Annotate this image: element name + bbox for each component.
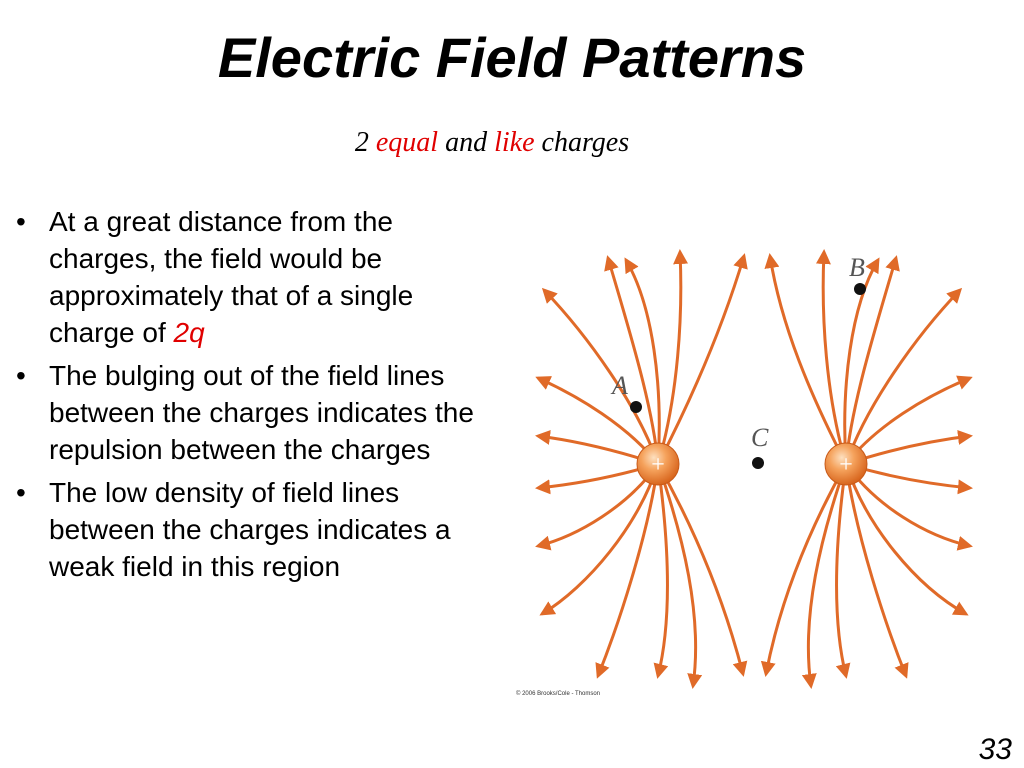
charge-left xyxy=(636,442,680,486)
slide-title: Electric Field Patterns xyxy=(217,26,807,89)
bullet-item: • The low density of field lines between… xyxy=(16,474,486,585)
bullet-list: • At a great distance from the charges, … xyxy=(16,203,486,591)
point-a-label: A xyxy=(610,371,628,400)
bullet-symbol: • xyxy=(16,477,26,508)
field-line xyxy=(760,463,848,677)
field-line xyxy=(843,257,880,465)
field-line xyxy=(844,463,909,679)
field-line xyxy=(815,249,848,465)
bullet-text: The bulging out of the field lines betwe… xyxy=(49,360,474,465)
page-number: 33 xyxy=(978,733,1012,766)
field-line xyxy=(595,463,660,679)
field-line xyxy=(604,255,660,465)
field-line xyxy=(844,287,963,465)
slide-subtitle: 2 equal and like charges xyxy=(0,127,984,159)
point-c-dot xyxy=(752,457,764,469)
field-line xyxy=(656,463,703,689)
subtitle-part3: charges xyxy=(534,127,630,158)
bullet-symbol: • xyxy=(16,360,26,391)
field-lines xyxy=(535,249,973,689)
bullet-item: • At a great distance from the charges, … xyxy=(16,203,486,351)
field-line xyxy=(624,257,661,465)
subtitle-like: like xyxy=(494,127,535,158)
bullet-item: • The bulging out of the field lines bet… xyxy=(16,357,486,468)
field-line xyxy=(656,249,689,465)
field-line xyxy=(539,463,660,616)
field-line xyxy=(844,255,900,465)
bullet-text: The low density of field lines between t… xyxy=(49,477,451,582)
charge-right xyxy=(824,442,868,486)
field-line xyxy=(656,463,748,677)
point-c-label: C xyxy=(751,423,769,452)
field-diagram: + + A B C xyxy=(535,249,973,689)
field-line xyxy=(541,287,660,465)
bullet-symbol: • xyxy=(16,206,26,237)
field-line xyxy=(835,463,851,679)
field-line xyxy=(844,463,969,616)
point-b-label: B xyxy=(849,253,865,282)
charge-right-symbol: + xyxy=(839,452,853,478)
point-a-dot xyxy=(630,401,642,413)
point-b-dot xyxy=(854,283,866,295)
field-line xyxy=(653,463,669,679)
field-line xyxy=(801,463,848,689)
bullet-text: At a great distance from the charges, th… xyxy=(49,206,414,348)
subtitle-equal: equal xyxy=(375,127,439,158)
field-line xyxy=(764,253,848,465)
figure-copyright: © 2006 Brooks/Cole - Thomson xyxy=(516,691,601,697)
field-line xyxy=(656,253,748,465)
subtitle-part2: and xyxy=(438,127,495,158)
charge-left-symbol: + xyxy=(651,452,665,478)
subtitle-part1: 2 xyxy=(354,127,376,158)
bullet-emphasis: 2q xyxy=(173,317,205,348)
